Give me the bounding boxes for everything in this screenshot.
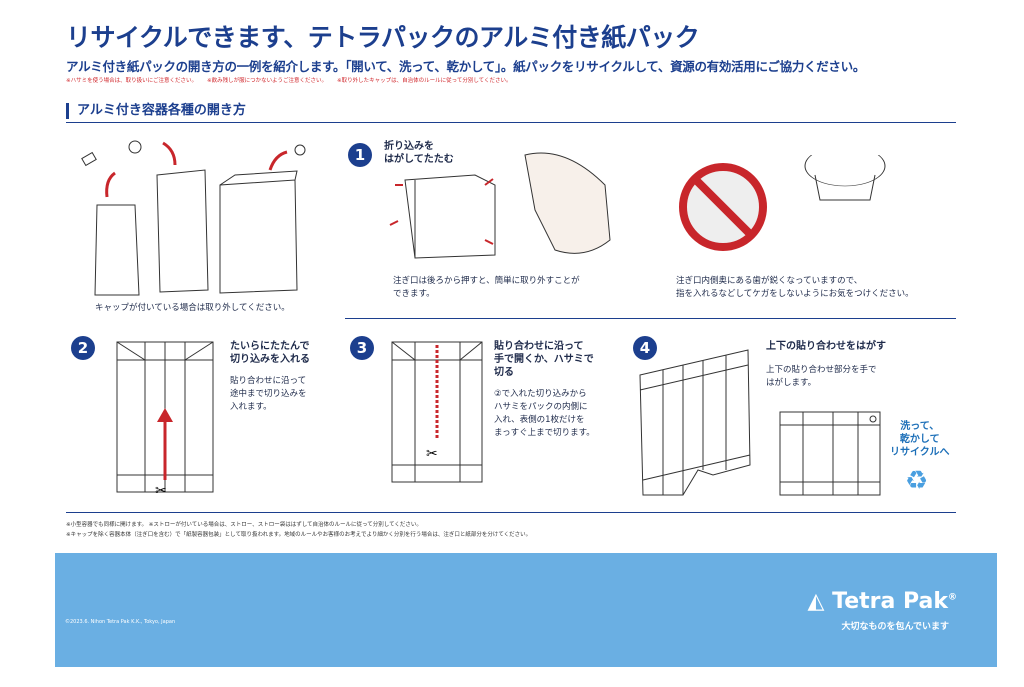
step1-title: 折り込みを はがしてたたむ [384, 141, 454, 165]
step4-title: 上下の貼り合わせをはがす [766, 341, 886, 352]
step-number-4: 4 [633, 336, 657, 360]
svg-text:✂: ✂ [155, 483, 167, 499]
svg-text:✂: ✂ [426, 446, 438, 462]
peeled-carton-illustration [639, 349, 751, 496]
note: ※キャップを除く容器本体（注ぎ口を含む）で「紙製容器包装」として取り扱われます。… [66, 532, 532, 538]
step-number-2: 2 [71, 336, 95, 360]
page-title: リサイクルできます、テトラパックのアルミ付き紙パック [66, 23, 700, 52]
cap-caption: キャップが付いている場合は取り外してください。 [95, 303, 290, 313]
divider [66, 512, 956, 513]
step-number-1: 1 [348, 143, 372, 167]
opened-flat-carton-illustration [779, 411, 881, 496]
tetra-pak-logo: ◭ Tetra Pak® [808, 589, 957, 614]
cartons-with-caps-illustration [81, 140, 306, 296]
step1-warning: 注ぎ口内側奥にある歯が鋭くなっていますので、 指を入れるなどしてケガをしないよう… [676, 276, 914, 299]
footer: ©2023.6. Nihon Tetra Pak K.K., Tokyo, Ja… [55, 553, 997, 667]
brand-name: Tetra Pak [832, 589, 948, 614]
registered-mark: ® [948, 592, 957, 603]
note: ※小型容器でも同様に開けます。 ※ストローが付いている場合は、ストロー、ストロー… [66, 522, 422, 528]
logo-triangle-icon: ◭ [807, 589, 833, 614]
section-divider [66, 122, 956, 123]
cut-along-seam-illustration: ✂ [391, 341, 483, 483]
flat-carton-cut-illustration: ✂ [116, 341, 214, 499]
step2-title: たいらにたたんで 切り込みを入れる [230, 341, 310, 365]
recycle-icon: ♻ [905, 466, 929, 496]
tagline: 大切なものを包んでいます [841, 622, 949, 632]
bottom-notes: ※小型容器でも同様に開けます。 ※ストローが付いている場合は、ストロー、ストロー… [66, 520, 531, 540]
spout-illustration [804, 155, 886, 201]
copyright: ©2023.6. Nihon Tetra Pak K.K., Tokyo, Ja… [65, 619, 176, 625]
caution-notes: ※ハサミを使う場合は、取り扱いにご注意ください。 ※飲み残しが服につかないようご注… [66, 76, 522, 84]
step4-text: 上下の貼り合わせ部分を手で はがします。 [766, 365, 877, 388]
step-number-3: 3 [350, 336, 374, 360]
subtitle: アルミ付き紙パックの開き方の一例を紹介します。「開いて、洗って、乾かして」。紙パ… [66, 59, 866, 74]
note: ※ハサミを使う場合は、取り扱いにご注意ください。 [66, 78, 198, 84]
step3-title: 貼り合わせに沿って 手で開くか、ハサミで 切る [494, 341, 594, 378]
section-title: アルミ付き容器各種の開き方 [66, 103, 246, 119]
step1-text: 注ぎ口は後ろから押すと、簡単に取り外すことが できます。 [393, 276, 580, 299]
divider [345, 318, 956, 319]
step3-text: ②で入れた切り込みから ハサミをパックの内側に 入れ、表側の1枚だけを まっすぐ… [494, 389, 595, 438]
note: ※取り外したキャップは、自治体のルールに従って分別してください。 [337, 78, 512, 84]
note: ※飲み残しが服につかないようご注意ください。 [207, 78, 328, 84]
recycle-message: 洗って、 乾かして リサイクルへ [890, 421, 950, 458]
step2-text: 貼り合わせに沿って 途中まで切り込みを 入れます。 [230, 376, 307, 412]
no-fingers-warning-icon [679, 163, 767, 251]
fold-carton-illustration [389, 152, 611, 259]
